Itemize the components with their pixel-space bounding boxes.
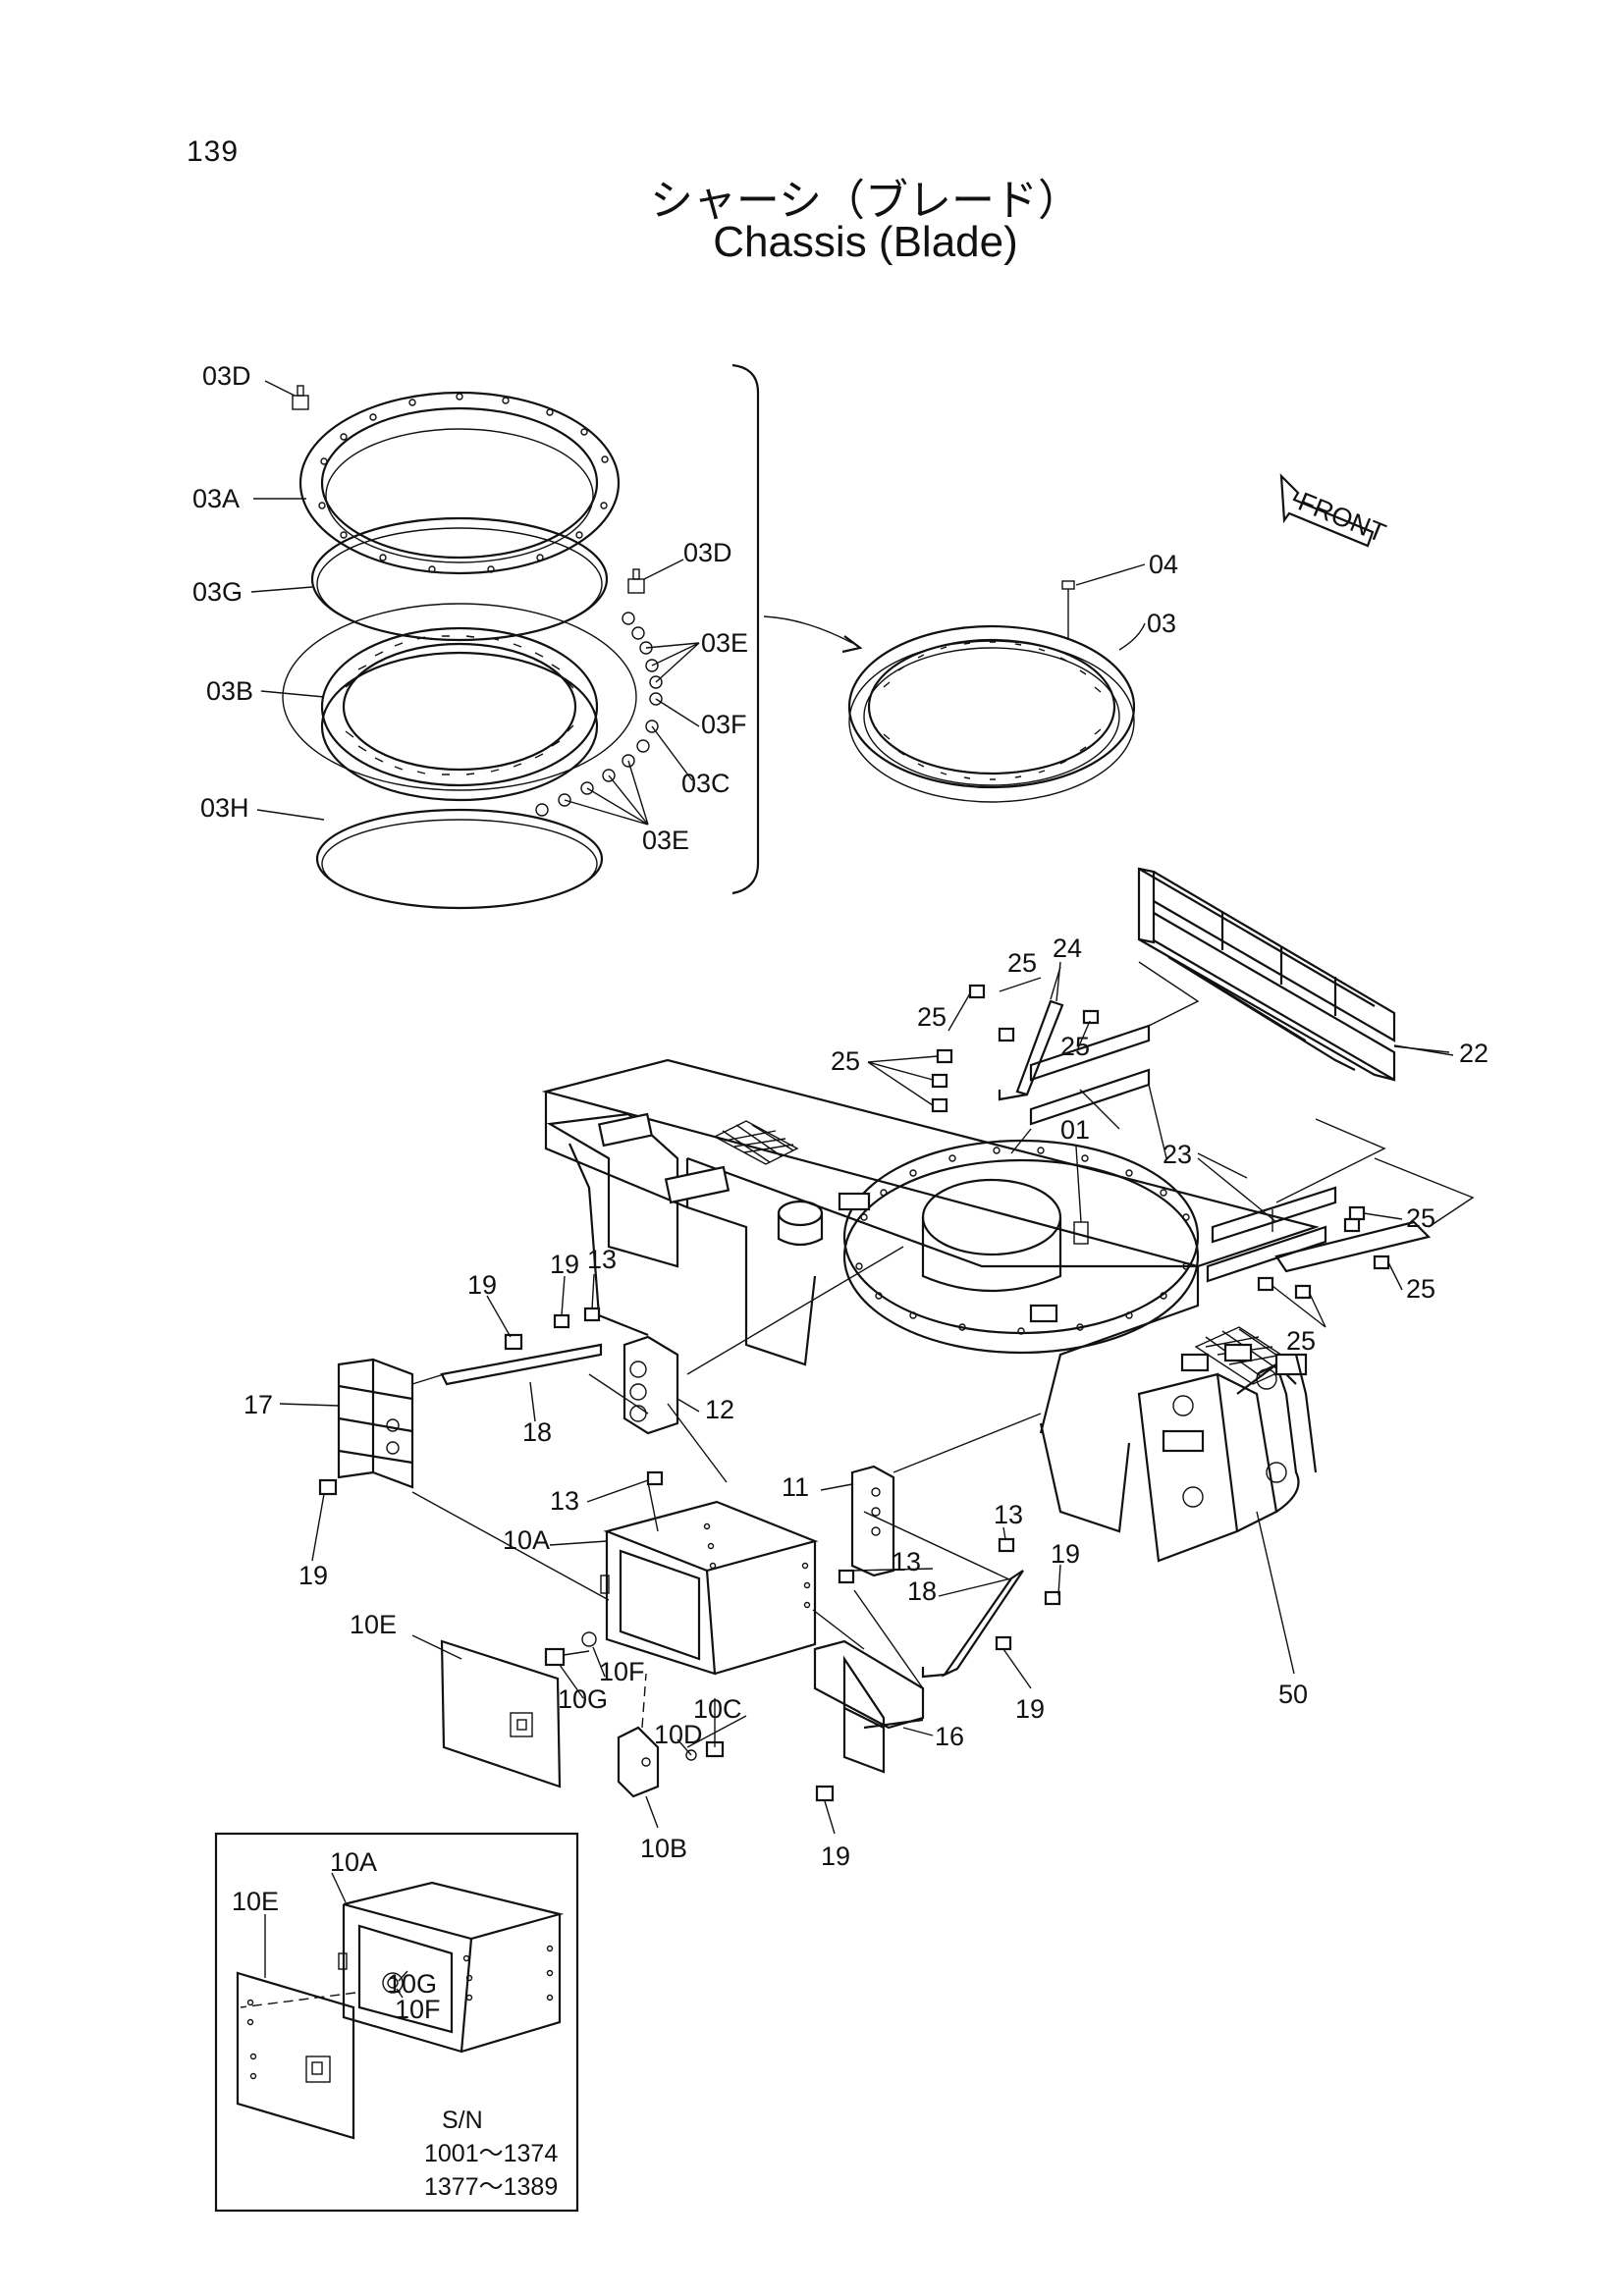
label-25-c: 25 (1060, 1032, 1090, 1061)
inset-label-10A: 10A (330, 1847, 377, 1877)
bolt-10G-washer-10F (544, 1631, 597, 1667)
bracket-18-right (921, 1570, 1061, 1679)
label-03B: 03B (206, 676, 253, 706)
chassis-frame (541, 1058, 1320, 1563)
inset-label-10G: 10G (387, 1969, 437, 1999)
label-03E-upper: 03E (701, 628, 748, 658)
label-10D: 10D (654, 1720, 703, 1749)
label-19-d: 19 (1051, 1539, 1080, 1569)
front-label: FRONT (1294, 487, 1389, 549)
03E-balls (535, 612, 663, 817)
label-13-b: 13 (550, 1486, 579, 1516)
label-25-b: 25 (917, 1002, 947, 1032)
lid-10E (440, 1639, 562, 1789)
swing-bearing-assembled (847, 563, 1146, 803)
step-17 (318, 1358, 414, 1496)
label-03E-lower: 03E (642, 826, 689, 855)
plate-12 (553, 1307, 679, 1435)
page-number: 139 (187, 135, 240, 168)
label-03A: 03A (192, 484, 240, 513)
label-11: 11 (782, 1472, 809, 1502)
serial-range-1: 1001～1374 (424, 2140, 558, 2167)
label-03D-right: 03D (683, 538, 732, 567)
label-10G: 10G (558, 1684, 608, 1714)
03D-grease-nipple-top (292, 385, 309, 410)
inset-label-10F: 10F (395, 1995, 441, 2024)
label-13-a: 13 (587, 1245, 617, 1274)
label-03: 03 (1147, 609, 1176, 638)
label-25-f: 25 (1406, 1274, 1435, 1304)
label-04: 04 (1149, 550, 1178, 579)
label-10A: 10A (503, 1525, 550, 1555)
inset-box: 10A 10E 10G 10F S/N 1001～1374 1377～1389 (214, 1832, 579, 2213)
label-03H: 03H (200, 793, 249, 823)
bracket-18-left (440, 1333, 603, 1386)
label-03F: 03F (701, 710, 747, 739)
swing-bearing-exploded (250, 363, 863, 910)
rack-22 (1137, 867, 1454, 1082)
serial-number-label: S/N (442, 2107, 483, 2134)
label-25-a: 25 (1007, 948, 1037, 978)
inset-label-10E: 10E (232, 1887, 279, 1916)
front-arrow-icon: FRONT (1279, 473, 1390, 549)
03B-teeth (345, 635, 574, 775)
label-50: 50 (1278, 1680, 1308, 1709)
label-25-d: 25 (831, 1046, 860, 1076)
label-19-a: 19 (467, 1270, 497, 1300)
label-13-c: 13 (994, 1500, 1023, 1529)
serial-range-2: 1377～1389 (424, 2173, 558, 2201)
label-19-b: 19 (550, 1250, 579, 1279)
label-17: 17 (243, 1390, 273, 1419)
label-19-c: 19 (298, 1561, 328, 1590)
label-24: 24 (1053, 934, 1082, 963)
callouts: 03D 03A 03G 03B 03H 03D 03E 03F 03C 03E … (192, 361, 1488, 1871)
label-18-left: 18 (522, 1417, 552, 1447)
label-03G: 03G (192, 577, 243, 607)
label-16: 16 (935, 1722, 964, 1751)
label-03C: 03C (681, 769, 730, 798)
step-16 (813, 1639, 925, 1802)
03A-bolt-holes (318, 393, 609, 573)
label-25-g: 25 (1286, 1326, 1316, 1356)
toolbox-10A (600, 1470, 855, 1676)
label-23: 23 (1163, 1140, 1192, 1169)
label-25-e: 25 (1406, 1203, 1435, 1233)
assembly-guides (411, 1246, 1042, 1748)
label-10F: 10F (599, 1657, 645, 1686)
label-13-d: 13 (892, 1547, 921, 1576)
bracket-24-and-bolts-25 (931, 961, 1475, 1300)
title-english: Chassis (Blade) (713, 218, 1018, 266)
label-10E: 10E (350, 1610, 397, 1639)
label-22: 22 (1459, 1039, 1488, 1068)
latch-10B-10C-10D (617, 1673, 725, 1798)
label-19-f: 19 (821, 1842, 850, 1871)
label-03D-top: 03D (202, 361, 251, 391)
label-10B: 10B (640, 1834, 687, 1863)
label-10C: 10C (693, 1694, 742, 1724)
plate-11 (850, 1465, 1015, 1577)
label-19-e: 19 (1015, 1694, 1045, 1724)
03D-grease-nipple-right (627, 568, 645, 594)
callout-leaders (279, 961, 1450, 1835)
label-18-right: 18 (907, 1576, 937, 1606)
label-12: 12 (705, 1395, 734, 1424)
label-01: 01 (1060, 1115, 1090, 1145)
title-japanese: シャーシ（ブレード） (649, 176, 1082, 226)
